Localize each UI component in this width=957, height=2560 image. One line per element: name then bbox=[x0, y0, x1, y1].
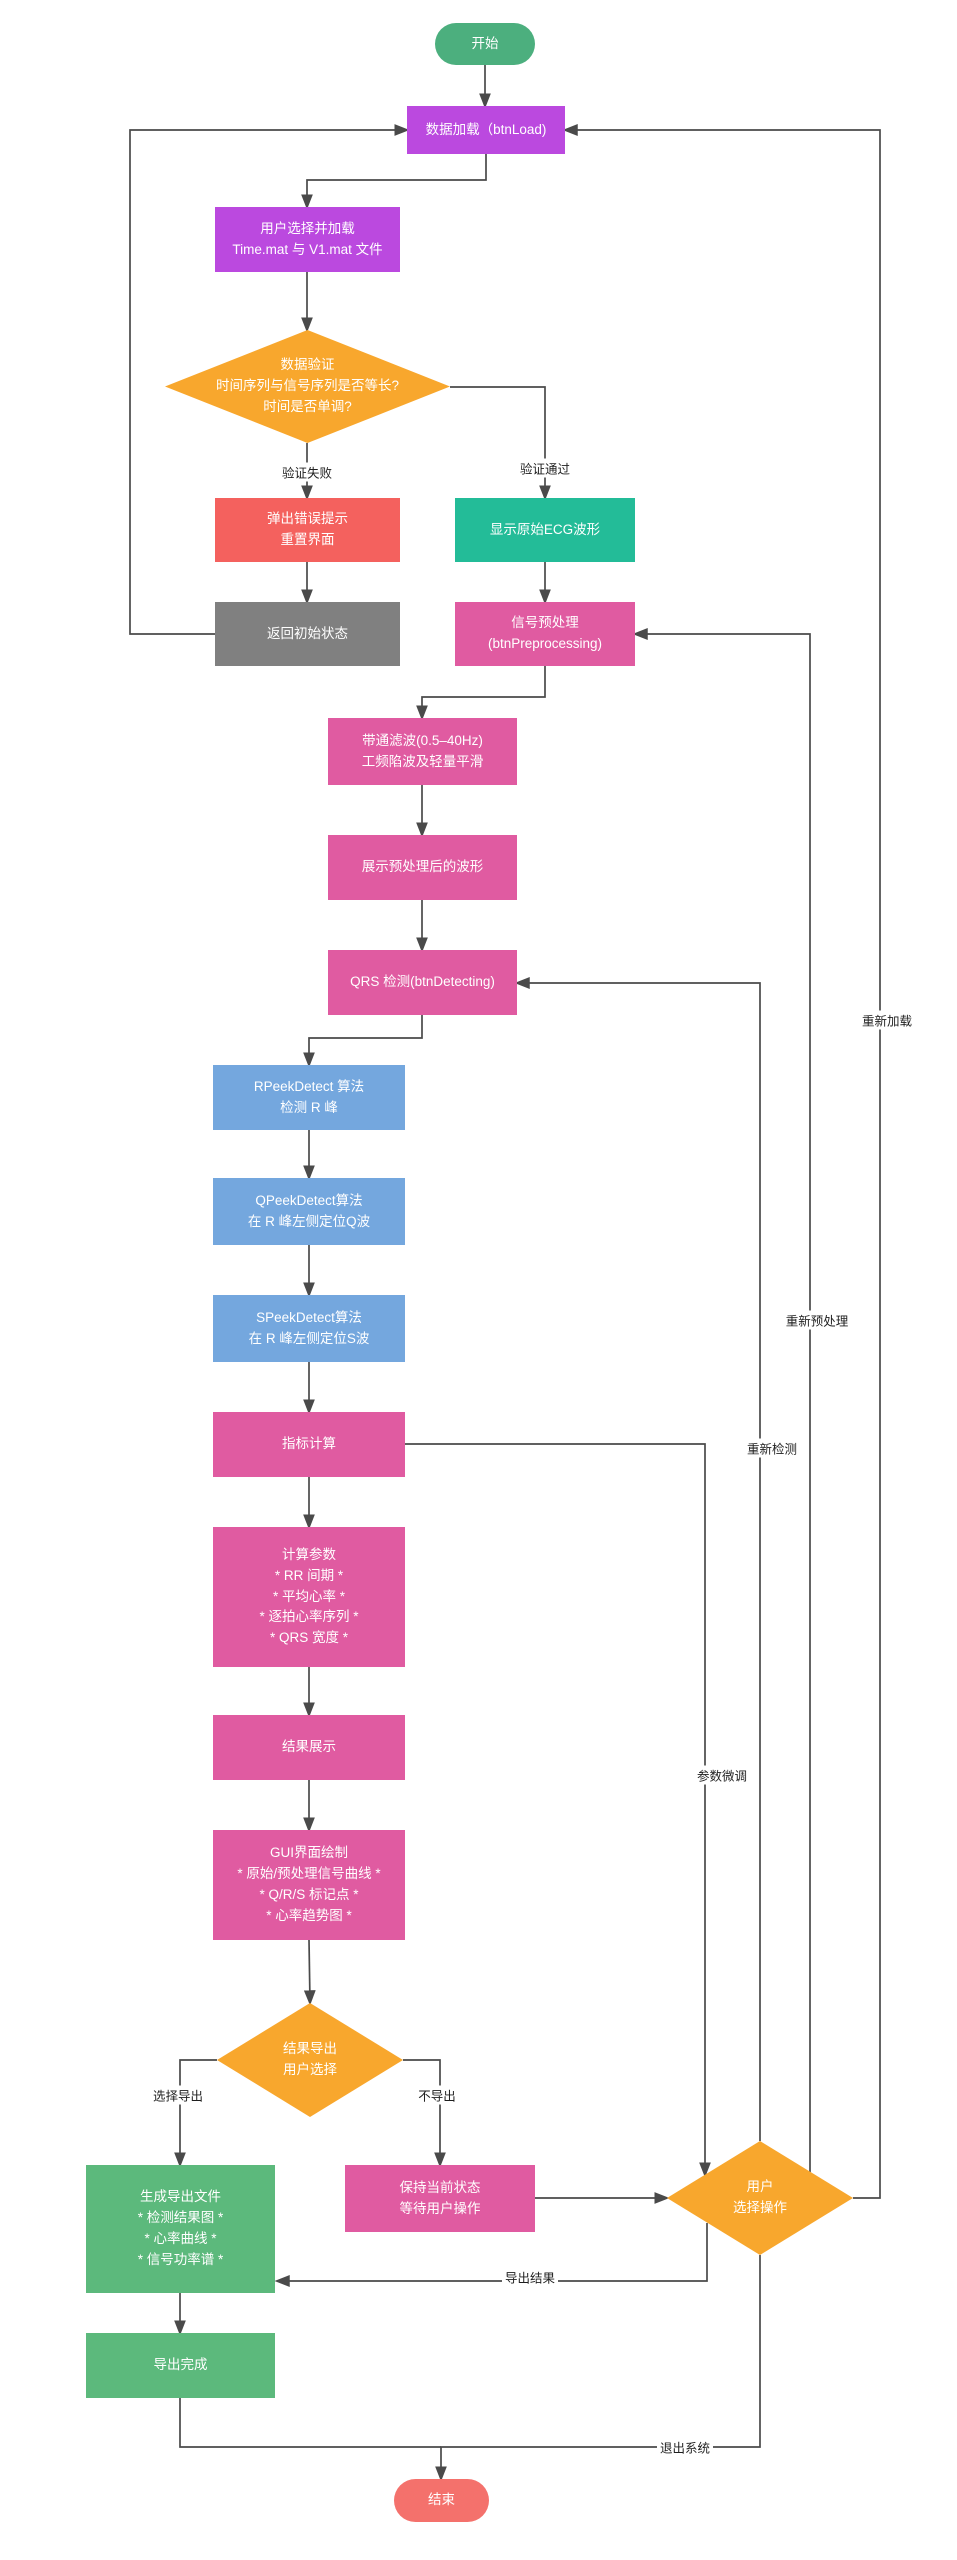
node-end: 结束 bbox=[394, 2479, 489, 2522]
node-param-calc-text: * 逐拍心率序列 * bbox=[259, 1609, 359, 1625]
node-user-operation-text: 选择操作 bbox=[733, 2200, 787, 2215]
node-gui-draw-text: * Q/R/S 标记点 * bbox=[259, 1887, 359, 1902]
node-keep-state: 保持当前状态等待用户操作 bbox=[345, 2165, 535, 2232]
node-user-file-select-text: 用户选择并加载 bbox=[260, 220, 355, 236]
node-metric-calc-text: 指标计算 bbox=[282, 1436, 336, 1452]
node-return-initial: 返回初始状态 bbox=[215, 602, 400, 666]
edge-label-validate-pass: 验证通过 bbox=[516, 458, 574, 478]
node-rpeek: RPeekDetect 算法检测 R 峰 bbox=[213, 1065, 405, 1130]
node-qpeek: QPeekDetect算法在 R 峰左侧定位Q波 bbox=[213, 1178, 405, 1245]
node-qrs-detect-text: QRS 检测(btnDetecting) bbox=[350, 974, 495, 990]
node-param-calc-text: * QRS 宽度 * bbox=[269, 1630, 348, 1646]
flow-edge-validate-pass bbox=[450, 386, 551, 501]
flow-edge-re-detect bbox=[514, 977, 761, 2141]
edge-label-re-load: 重新加载 bbox=[858, 1010, 916, 1030]
node-keep-state-text: 等待用户操作 bbox=[399, 2200, 481, 2216]
node-data-load-text: 数据加载（btnLoad) bbox=[425, 121, 547, 137]
edge-label-re-preprocess: 重新预处理 bbox=[782, 1310, 852, 1330]
node-end-text: 结束 bbox=[428, 2492, 455, 2508]
node-return-initial-text: 返回初始状态 bbox=[267, 625, 348, 641]
node-bandpass-filter-text: 带通滤波(0.5–40Hz) bbox=[362, 732, 483, 748]
node-export-done: 导出完成 bbox=[86, 2333, 275, 2398]
node-signal-preprocess-text: (btnPreprocessing) bbox=[487, 636, 603, 651]
node-param-calc: 计算参数 * RR 间期 * * 平均心率 * * 逐拍心率序列 * * QRS 宽度 … bbox=[213, 1527, 405, 1667]
node-gui-draw-text: GUI界面绘制 bbox=[269, 1845, 348, 1861]
edge-label-no-export: 不导出 bbox=[415, 2085, 459, 2105]
edge-label-validate-fail: 验证失败 bbox=[278, 462, 336, 482]
node-start-text: 开始 bbox=[471, 35, 499, 51]
node-user-file-select: 用户选择并加载 Time.mat 与 V1.mat 文件 bbox=[215, 207, 400, 272]
node-generate-export-text: * 检测结果图 * bbox=[137, 2210, 224, 2226]
flow-edge-export-result bbox=[274, 2223, 708, 2287]
flow-edge-preprocess-to-filter bbox=[416, 666, 546, 721]
node-speek-text: SPeekDetect算法 bbox=[256, 1309, 362, 1325]
flow-edge-exit-system bbox=[435, 2255, 761, 2482]
flow-edge-gui-to-exportchoice bbox=[303, 1939, 316, 2006]
node-generate-export: 生成导出文件 * 检测结果图 * * 心率曲线 * * 信号功率谱 * bbox=[86, 2165, 275, 2293]
node-gui-draw-text: * 原始/预处理信号曲线 * bbox=[237, 1866, 381, 1882]
node-speek: SPeekDetect算法在 R 峰左侧定位S波 bbox=[213, 1295, 405, 1362]
node-data-validation-text: 数据验证 bbox=[280, 357, 335, 373]
node-rpeek-text: RPeekDetect 算法 bbox=[253, 1078, 365, 1094]
edge-label-export-result: 导出结果 bbox=[501, 2267, 559, 2287]
node-result-display-text: 结果展示 bbox=[282, 1739, 336, 1755]
flow-edge-qrs-to-rpeek bbox=[303, 1015, 423, 1068]
node-metric-calc: 指标计算 bbox=[213, 1412, 405, 1477]
flow-edge-load-to-fileselect bbox=[301, 154, 487, 210]
node-qpeek-text: QPeekDetect算法 bbox=[255, 1192, 363, 1208]
node-export-decision-text: 结果导出 bbox=[283, 2041, 337, 2057]
flow-edge-reset-loop-to-load bbox=[129, 124, 410, 635]
edge-label-exit-system: 退出系统 bbox=[656, 2437, 714, 2457]
node-signal-preprocess-text: 信号预处理 bbox=[511, 615, 579, 631]
flow-edge-re-load bbox=[562, 124, 881, 2199]
edge-label-param-finetune: 参数微调 bbox=[693, 1765, 751, 1785]
node-error-prompt-text: 弹出错误提示 bbox=[267, 511, 348, 527]
node-error-prompt-text: 重置界面 bbox=[280, 532, 335, 547]
node-gui-draw-text: * 心率趋势图 * bbox=[266, 1907, 352, 1923]
node-data-load: 数据加载（btnLoad) bbox=[407, 106, 565, 154]
node-gui-draw: GUI界面绘制 * 原始/预处理信号曲线 * * Q/R/S 标记点 * * 心率趋势… bbox=[213, 1830, 405, 1940]
node-export-decision-text: 用户选择 bbox=[283, 2062, 337, 2077]
node-show-raw-ecg-text: 显示原始ECG波形 bbox=[489, 521, 601, 537]
flow-edge-param-finetune bbox=[405, 1443, 711, 2178]
node-show-preprocessed-text: 展示预处理后的波形 bbox=[361, 859, 484, 875]
edge-label-choose-export: 选择导出 bbox=[149, 2085, 207, 2105]
flow-edge-no-export bbox=[403, 2059, 446, 2168]
node-user-operation-text: 用户 bbox=[746, 2179, 774, 2195]
flow-edge-choose-export bbox=[174, 2059, 217, 2168]
flow-edge-done-to-end bbox=[179, 2398, 441, 2448]
node-generate-export-text: 生成导出文件 bbox=[140, 2189, 221, 2205]
node-bandpass-filter-text: 工频陷波及轻量平滑 bbox=[361, 753, 484, 769]
node-bandpass-filter: 带通滤波(0.5–40Hz) 工频陷波及轻量平滑 bbox=[328, 718, 517, 785]
edge-label-re-detect: 重新检测 bbox=[743, 1438, 801, 1458]
node-signal-preprocess: 信号预处理 (btnPreprocessing) bbox=[455, 602, 635, 666]
node-keep-state-text: 保持当前状态 bbox=[399, 2179, 481, 2195]
node-generate-export-text: * 信号功率谱 * bbox=[137, 2251, 224, 2267]
node-param-calc-text: * 平均心率 * bbox=[272, 1588, 345, 1604]
node-qpeek-text: 在 R 峰左侧定位Q波 bbox=[247, 1213, 371, 1229]
node-speek-text: 在 R 峰左侧定位S波 bbox=[248, 1330, 370, 1346]
node-data-validation-text: 时间是否单调? bbox=[263, 398, 352, 414]
node-result-display: 结果展示 bbox=[213, 1715, 405, 1780]
node-export-done-text: 导出完成 bbox=[153, 2357, 208, 2373]
node-data-validation-text: 时间序列与信号序列是否等长? bbox=[215, 378, 399, 394]
node-param-calc-text: * RR 间期 * bbox=[274, 1567, 344, 1583]
node-show-raw-ecg: 显示原始ECG波形 bbox=[455, 498, 635, 562]
node-error-prompt: 弹出错误提示重置界面 bbox=[215, 498, 400, 562]
node-rpeek-text: 检测 R 峰 bbox=[280, 1099, 338, 1115]
node-param-calc-text: 计算参数 bbox=[282, 1546, 336, 1562]
node-qrs-detect: QRS 检测(btnDetecting) bbox=[328, 950, 517, 1015]
node-generate-export-text: * 心率曲线 * bbox=[144, 2231, 217, 2246]
node-user-file-select-text: Time.mat 与 V1.mat 文件 bbox=[232, 241, 383, 257]
node-start: 开始 bbox=[435, 23, 535, 65]
flow-edge-re-preprocess bbox=[632, 628, 811, 2172]
node-show-preprocessed: 展示预处理后的波形 bbox=[328, 835, 517, 900]
